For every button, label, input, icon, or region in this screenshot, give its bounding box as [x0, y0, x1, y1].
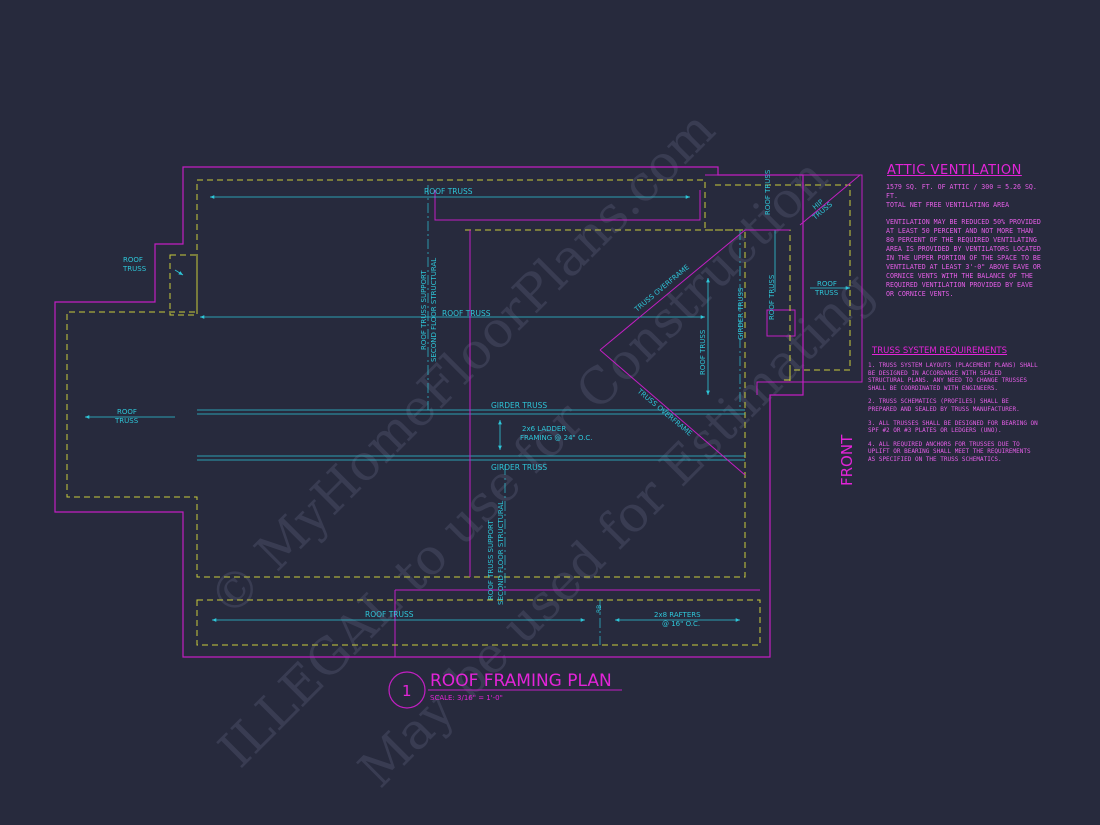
roof-truss-label-top: ROOF TRUSS — [424, 187, 473, 196]
roof-truss-label-middle: ROOF TRUSS — [442, 309, 491, 318]
support-label-top-2: SECOND FLOOR STRUCTURAL — [430, 258, 438, 362]
support-label-bottom-1: ROOF TRUSS SUPPORT — [487, 520, 495, 600]
truss-span-lines — [85, 195, 850, 622]
ridge-board-mark: RB — [596, 605, 603, 613]
roof-truss-left-1: ROOF — [123, 256, 143, 264]
support-lines — [427, 185, 741, 645]
attic-ventilation-title: ATTIC VENTILATION — [887, 163, 1022, 178]
porch-outline — [394, 589, 760, 657]
girder-truss-label-lower: GIRDER TRUSS — [491, 463, 547, 472]
roof-truss-left-2: TRUSS — [122, 265, 147, 273]
title-number: 1 — [402, 682, 412, 700]
front-bay-outline — [705, 174, 863, 395]
plan-title: ROOF FRAMING PLAN — [430, 671, 612, 691]
inner-wall-line — [434, 190, 701, 221]
plan-scale: SCALE: 3/16" = 1'-0" — [430, 694, 503, 702]
watermark: © MyHomeFloorPlans.com ILLEGAL to use fo… — [197, 100, 885, 799]
ladder-framing-label-2: FRAMING @ 24" O.C. — [520, 434, 593, 442]
rafters-label-1: 2x8 RAFTERS — [654, 611, 701, 619]
vent-block — [766, 309, 796, 337]
attic-ventilation-notes: 1579 SQ. FT. OF ATTIC / 300 = 5.26 SQ. F… — [886, 183, 1044, 305]
truss-requirement-item: 1. TRUSS SYSTEM LAYOUTS (PLACEMENT PLANS… — [868, 362, 1038, 392]
roof-truss-right-1: ROOF — [817, 280, 837, 288]
roof-truss-far-left-2: TRUSS — [114, 417, 139, 425]
overframe-lines — [469, 174, 861, 577]
truss-overframe-lower: TRUSS OVERFRAME — [635, 387, 694, 438]
roof-truss-label-bottom: ROOF TRUSS — [365, 610, 414, 619]
roof-truss-vertical-top-right: ROOF TRUSS — [764, 169, 772, 215]
front-label: FRONT — [838, 434, 856, 486]
support-label-top-1: ROOF TRUSS SUPPORT — [420, 270, 428, 350]
attic-ventilation-paragraph: VENTILATION MAY BE REDUCED 50% PROVIDED … — [886, 218, 1041, 298]
girder-truss-vertical: GIRDER TRUSS — [737, 287, 745, 340]
ladder-framing-label-1: 2x6 LADDER — [522, 425, 566, 433]
title-number-circle — [388, 671, 426, 709]
roof-truss-vertical-mid: ROOF TRUSS — [699, 329, 707, 375]
roof-truss-far-left-1: ROOF — [117, 408, 137, 416]
truss-requirement-item: 4. ALL REQUIRED ANCHORS FOR TRUSSES DUE … — [868, 440, 1031, 463]
roof-truss-vertical-right: ROOF TRUSS — [768, 274, 776, 320]
truss-requirement-item: 2. TRUSS SCHEMATICS (PROFILES) SHALL BE … — [868, 398, 1020, 413]
rafters-label-2: @ 16" O.C. — [662, 620, 700, 628]
attic-calc: 1579 SQ. FT. OF ATTIC / 300 = 5.26 SQ. F… — [886, 183, 1044, 210]
truss-requirement-item: 3. ALL TRUSSES SHALL BE DESIGNED FOR BEA… — [868, 419, 1038, 435]
support-label-bottom-2: SECOND FLOOR STRUCTURAL — [497, 501, 505, 605]
roof-truss-right-2: TRUSS — [814, 289, 839, 297]
attic-calc-line-2: TOTAL NET FREE VENTILATING AREA — [886, 201, 1010, 209]
truss-requirements-title: TRUSS SYSTEM REQUIREMENTS — [872, 346, 1008, 356]
girder-truss-label-upper: GIRDER TRUSS — [491, 401, 547, 410]
attic-calc-line-1: 1579 SQ. FT. OF ATTIC / 300 = 5.26 SQ. F… — [886, 183, 1037, 200]
truss-requirements-list: 1. TRUSS SYSTEM LAYOUTS (PLACEMENT PLANS… — [868, 362, 1040, 470]
girder-trusses — [197, 409, 745, 461]
